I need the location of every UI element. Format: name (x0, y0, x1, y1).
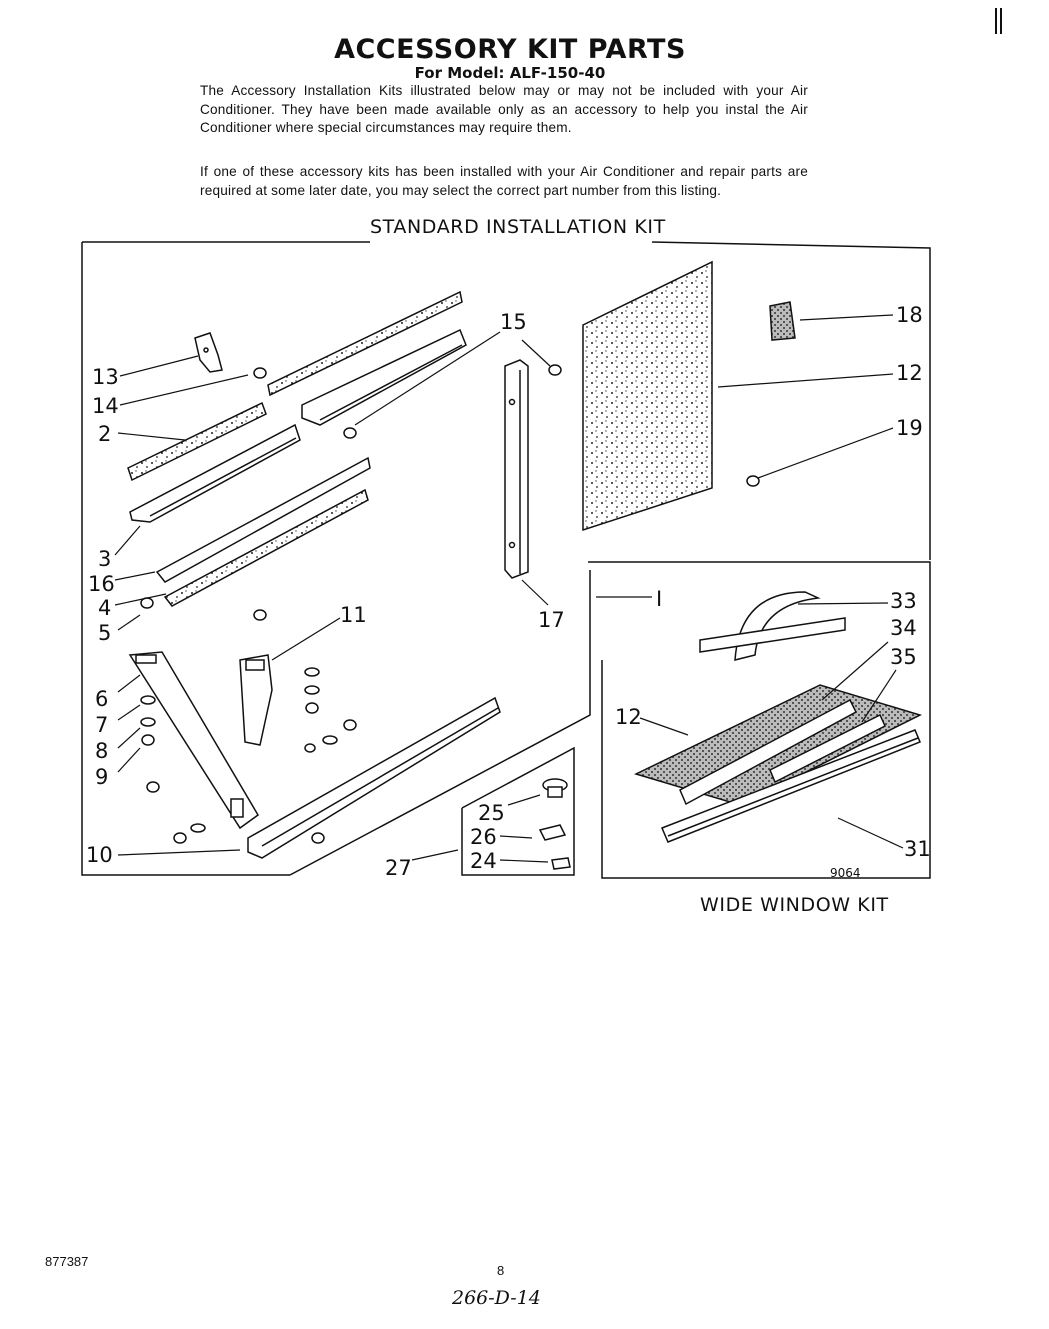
rail-3-channel (129, 423, 301, 523)
intro-paragraph-1: The Accessory Installation Kits illustra… (200, 83, 808, 135)
screws (140, 364, 760, 844)
callout-8: 8 (95, 739, 108, 763)
callout-34: 34 (890, 616, 917, 640)
bracket-13 (194, 332, 223, 373)
callout-25: 25 (478, 801, 505, 825)
support-leg-6 (128, 651, 259, 830)
callout-2: 2 (98, 422, 111, 446)
channels-34-35 (679, 698, 886, 806)
standard-kit-title: STANDARD INSTALLATION KIT (370, 216, 666, 238)
callout-9: 9 (95, 765, 108, 789)
callout-19: 19 (896, 416, 923, 440)
standard-kit-border (81, 241, 931, 876)
callout-1: I (656, 587, 662, 611)
page-title: ACCESSORY KIT PARTS (334, 34, 686, 65)
callout-35: 35 (890, 645, 917, 669)
bracket-11 (239, 654, 273, 746)
rail-4 (163, 488, 369, 607)
callout-31: 31 (904, 837, 931, 861)
callout-3: 3 (98, 547, 111, 571)
callout-16: 16 (88, 572, 115, 596)
callout-7: 7 (95, 713, 108, 737)
intro-paragraph-2: If one of these accessory kits has been … (200, 164, 808, 198)
bottom-rail-10 (247, 696, 501, 859)
callout-12: 12 (896, 361, 923, 385)
hardware-items (538, 778, 571, 870)
rail-top-upper (267, 290, 463, 397)
callout-24: 24 (470, 849, 497, 873)
callout-10: 10 (86, 843, 113, 867)
page-number: 8 (497, 1263, 505, 1278)
callout-5: 5 (98, 621, 111, 645)
hardware-box-border (461, 746, 575, 876)
callout-13: 13 (92, 365, 119, 389)
document-number: 877387 (45, 1254, 89, 1269)
callout-27: 27 (385, 856, 412, 880)
callout-14: 14 (92, 394, 119, 418)
seal-33 (699, 591, 846, 661)
figure-number: 9064 (830, 866, 861, 880)
callout-15: 15 (500, 310, 527, 334)
callout-33: 33 (890, 589, 917, 613)
rail-31 (661, 729, 921, 843)
callout-26: 26 (470, 825, 497, 849)
wide-kit-title: WIDE WINDOW KIT (700, 894, 889, 916)
handwritten-note: 266-D-14 (452, 1287, 541, 1309)
panel-12 (582, 260, 713, 532)
model-subtitle: For Model: ALF-150-40 (414, 64, 606, 82)
callout-numbers: 13 14 2 3 16 4 5 6 7 8 9 10 11 15 17 18 … (86, 303, 931, 880)
rail-16 (155, 456, 371, 583)
callout-17: 17 (538, 608, 565, 632)
callout-11: 11 (340, 603, 367, 627)
rail-top-channel (301, 328, 467, 426)
post-17 (504, 359, 529, 579)
callout-12-wide: 12 (615, 705, 642, 729)
wide-window-kit-border (588, 561, 931, 879)
callout-18: 18 (896, 303, 923, 327)
callout-6: 6 (95, 687, 108, 711)
washers (140, 667, 357, 844)
callout-4: 4 (98, 596, 111, 620)
leader-lines (114, 314, 904, 863)
part-18-block (769, 301, 796, 341)
rail-2 (127, 401, 267, 482)
corner-mark (995, 8, 1002, 34)
